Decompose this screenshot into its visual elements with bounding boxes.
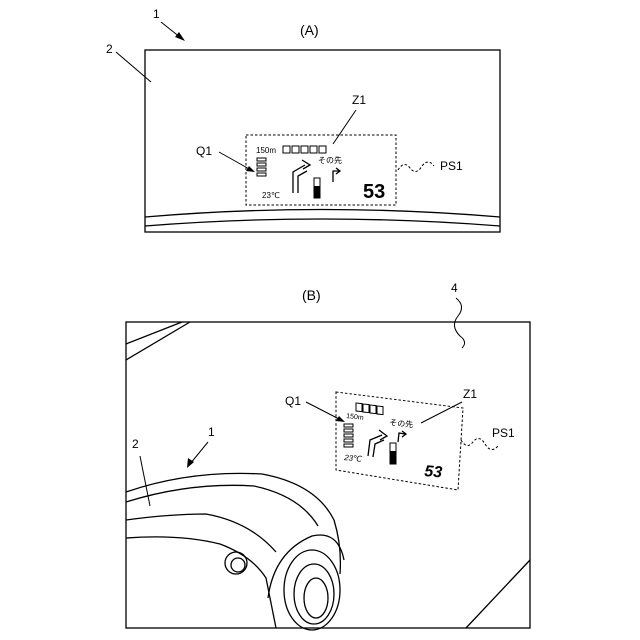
panel-a-level-gauge-fill [314, 186, 320, 198]
panel-b-turn-arrow-icon [368, 430, 387, 457]
panel-a-ref-indicator: Q1 [196, 144, 212, 158]
panel-a-lane-icon-1 [283, 146, 290, 153]
panel-b-car-hood-crease [126, 485, 318, 526]
panel-b-right-turn-icon [398, 431, 406, 442]
panel-a-approach-bars [257, 158, 266, 176]
panel-b-wheel-hub [304, 578, 328, 618]
panel-b-projection-leader [461, 438, 498, 449]
panel-a-ref-projection: PS1 [440, 159, 463, 173]
panel-b-lane-icons [356, 403, 383, 415]
panel-b-vehicle-arrowhead [187, 458, 194, 468]
panel-b-ref-overlay: Z1 [463, 387, 477, 401]
panel-b-approach-bar-1 [344, 424, 353, 427]
panel-a-dashboard-top [145, 210, 500, 218]
panel-a-approach-bar-3 [257, 168, 266, 171]
panel-b-display-leader [454, 298, 464, 348]
panel-b-lane-icon-4 [377, 406, 383, 415]
panel-a-turn-arrow-icon [293, 160, 310, 193]
panel-b-wheel-outer [284, 550, 340, 630]
panel-a-approach-bar-1 [257, 158, 266, 161]
panel-b-pillar-left [126, 322, 182, 344]
panel-b-level-gauge-fill [390, 451, 396, 464]
panel-a-vehicle-arrowhead [175, 32, 185, 41]
panel-b-hud-speed: 53 [424, 463, 443, 481]
panel-b-pillar-left-inner [126, 322, 190, 360]
panel-a-lane-icon-4 [310, 146, 317, 153]
panel-b-approach-bar-3 [344, 434, 353, 437]
panel-a-lane-icon-3 [301, 146, 308, 153]
panel-b-mirror-inner [231, 558, 245, 572]
panel-a-ref-vehicle: 1 [153, 7, 160, 21]
panel-b-ref-vehicle: 1 [208, 425, 215, 439]
panel-b-windshield-leader [140, 456, 150, 506]
panel-b-approach-bar-2 [344, 429, 353, 432]
panel-a-projection-leader [398, 162, 434, 172]
panel-b-ref-display: 4 [451, 281, 458, 295]
panel-a-hud-temperature: 23℃ [262, 191, 280, 200]
panel-b-title: (B) [302, 287, 321, 303]
panel-a-dashboard-bottom [145, 219, 500, 226]
panel-a-hud-ahead-text: その先 [318, 155, 342, 165]
panel-b-lane-icon-3 [370, 405, 376, 414]
panel-b-hud-distance: 150m [346, 413, 364, 422]
panel-b-car-body [126, 473, 344, 630]
panel-a-overlay-leader [333, 110, 356, 144]
panel-b-pillar-right [466, 560, 530, 628]
panel-b-overlay-leader [421, 402, 462, 423]
panel-b-ref-windshield: 2 [132, 437, 139, 451]
panel-b-hud-region [336, 392, 463, 490]
panel-a-approach-bar-4 [257, 173, 266, 176]
panel-b-lane-icon-2 [363, 404, 369, 413]
panel-b-hud-content: 150m その先 23℃ 53 [343, 403, 443, 482]
panel-b-car-windshield-base [126, 514, 276, 552]
panel-a-hud-distance: 150m [256, 146, 276, 155]
panel-a-indicator-arrowhead [246, 166, 255, 172]
panel-a-hud-speed: 53 [363, 181, 385, 203]
panel-a-ref-windshield: 2 [106, 42, 113, 56]
panel-b-car-hood [126, 473, 340, 574]
panel-b-hud-ahead-text: その先 [389, 417, 414, 429]
panel-b-mirror-outer [225, 552, 247, 574]
panel-b-vehicle-arrow [190, 442, 208, 464]
panel-a-windshield-leader [116, 52, 151, 82]
panel-b-approach-bar-4 [344, 439, 353, 442]
panel-b-hud-temperature: 23℃ [343, 453, 364, 464]
panel-b: (B) 4 Z1 Q1 PS1 150m [126, 281, 530, 630]
panel-b-approach-bar-5 [344, 444, 353, 447]
panel-b-car-side [126, 537, 276, 628]
panel-b-lane-icon-1 [356, 403, 362, 412]
panel-b-ref-indicator: Q1 [285, 394, 301, 408]
panel-a-right-turn-icon [333, 168, 340, 182]
panel-b-frame [126, 322, 530, 628]
panel-a-approach-bar-2 [257, 163, 266, 166]
panel-a-ref-overlay: Z1 [352, 93, 366, 107]
panel-a-lane-icon-2 [292, 146, 299, 153]
panel-b-ref-projection: PS1 [492, 426, 515, 440]
panel-a: (A) 1 2 Z1 Q1 PS1 150m [106, 7, 500, 232]
panel-a-title: (A) [300, 22, 319, 38]
panel-b-approach-bars [344, 424, 353, 447]
panel-a-lane-icons [283, 146, 326, 153]
panel-a-lane-icon-5 [319, 146, 326, 153]
panel-b-indicator-arrowhead [336, 416, 345, 422]
